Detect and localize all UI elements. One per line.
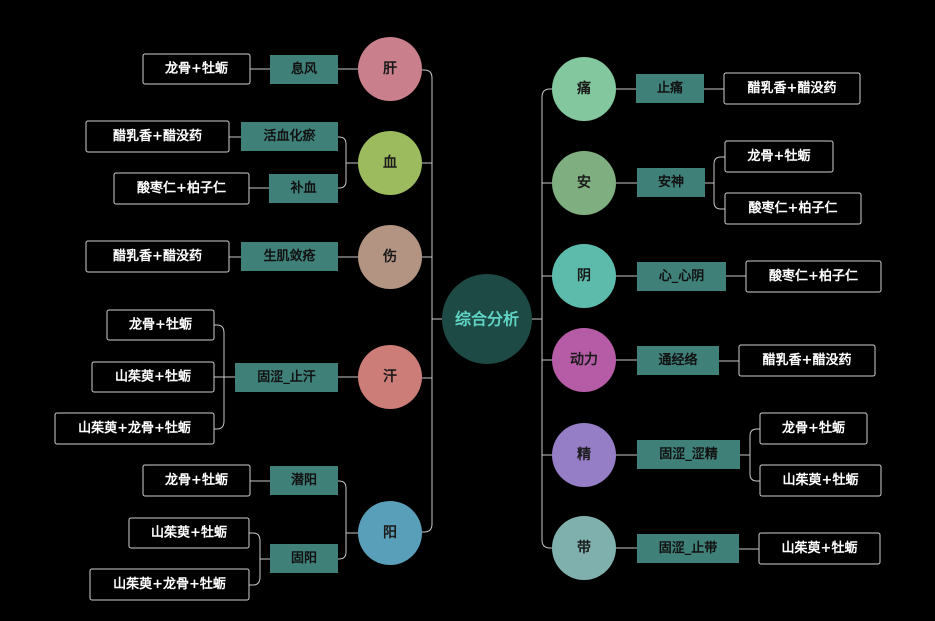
svg-text:血: 血 <box>383 154 397 171</box>
svg-text:山茱萸+牡蛎: 山茱萸+牡蛎 <box>782 540 858 556</box>
category-node-shang[interactable]: 伤 <box>358 225 422 289</box>
herb-node[interactable]: 山茱萸+牡蛎 <box>759 464 882 497</box>
herb-node[interactable]: 山茱萸+龙骨+牡蛎 <box>54 412 215 445</box>
function-node-shengjilianchuang[interactable]: 生肌敛疮 <box>241 242 338 271</box>
herb-node[interactable]: 山茱萸+牡蛎 <box>91 361 215 393</box>
herb-node[interactable]: 醋乳香+醋没药 <box>738 344 876 377</box>
svg-text:阴: 阴 <box>577 268 591 284</box>
function-node-guse-zhihan[interactable]: 固涩_止汗 <box>235 363 338 392</box>
svg-text:带: 带 <box>577 540 591 556</box>
svg-text:安: 安 <box>577 174 591 191</box>
svg-text:龙骨+牡蛎: 龙骨+牡蛎 <box>782 420 845 436</box>
svg-text:山茱萸+牡蛎: 山茱萸+牡蛎 <box>783 472 859 488</box>
svg-text:肝: 肝 <box>383 61 397 77</box>
function-node-guse-zhidai[interactable]: 固涩_止带 <box>637 534 739 563</box>
svg-text:精: 精 <box>577 446 591 463</box>
herb-node[interactable]: 酸枣仁+柏子仁 <box>745 260 882 293</box>
svg-text:醋乳香+醋没药: 醋乳香+醋没药 <box>113 128 202 144</box>
svg-text:酸枣仁+柏子仁: 酸枣仁+柏子仁 <box>769 268 858 284</box>
category-node-gan[interactable]: 肝 <box>358 37 422 101</box>
category-node-an[interactable]: 安 <box>552 151 616 215</box>
svg-text:酸枣仁+柏子仁: 酸枣仁+柏子仁 <box>137 180 226 196</box>
herb-node[interactable]: 山茱萸+龙骨+牡蛎 <box>89 568 250 601</box>
herb-node[interactable]: 龙骨+牡蛎 <box>106 309 215 341</box>
svg-text:阳: 阳 <box>383 525 397 541</box>
svg-text:固涩_止汗: 固涩_止汗 <box>257 369 316 385</box>
svg-text:动力: 动力 <box>570 351 598 368</box>
category-node-xue[interactable]: 血 <box>358 131 422 195</box>
svg-text:山茱萸+龙骨+牡蛎: 山茱萸+龙骨+牡蛎 <box>78 420 191 436</box>
herb-node[interactable]: 山茱萸+牡蛎 <box>758 532 881 565</box>
svg-text:龙骨+牡蛎: 龙骨+牡蛎 <box>129 317 192 333</box>
category-node-yin[interactable]: 阴 <box>552 244 616 308</box>
herb-node[interactable]: 酸枣仁+柏子仁 <box>113 172 250 205</box>
category-node-tong[interactable]: 痛 <box>552 57 616 121</box>
svg-text:龙骨+牡蛎: 龙骨+牡蛎 <box>748 148 811 164</box>
svg-text:醋乳香+醋没药: 醋乳香+醋没药 <box>748 80 837 96</box>
function-node-xin-xinyin[interactable]: 心_心阴 <box>637 262 726 291</box>
function-node-zhitong[interactable]: 止痛 <box>636 74 704 103</box>
svg-text:固涩_止带: 固涩_止带 <box>659 540 718 556</box>
svg-text:固涩_涩精: 固涩_涩精 <box>659 446 718 462</box>
category-node-dongli[interactable]: 动力 <box>552 328 616 392</box>
function-node-qianyang[interactable]: 潜阳 <box>270 466 338 495</box>
function-node-xifeng[interactable]: 息风 <box>270 55 338 84</box>
herb-node[interactable]: 龙骨+牡蛎 <box>724 140 834 173</box>
function-node-anshen[interactable]: 安神 <box>637 168 705 197</box>
function-node-buxue[interactable]: 补血 <box>269 174 338 203</box>
svg-text:心_心阴: 心_心阴 <box>659 269 705 284</box>
svg-text:龙骨+牡蛎: 龙骨+牡蛎 <box>165 61 228 77</box>
category-node-yang[interactable]: 阳 <box>358 501 422 565</box>
svg-text:生肌敛疮: 生肌敛疮 <box>263 248 316 264</box>
function-node-guse-sejing[interactable]: 固涩_涩精 <box>637 440 740 469</box>
svg-text:伤: 伤 <box>382 248 397 265</box>
svg-text:醋乳香+醋没药: 醋乳香+醋没药 <box>763 352 852 368</box>
svg-text:安神: 安神 <box>658 174 684 190</box>
connector-lines <box>214 68 760 586</box>
svg-text:酸枣仁+柏子仁: 酸枣仁+柏子仁 <box>749 200 838 216</box>
svg-text:醋乳香+醋没药: 醋乳香+醋没药 <box>113 248 202 264</box>
herb-node[interactable]: 山茱萸+牡蛎 <box>128 517 250 549</box>
herb-node[interactable]: 龙骨+牡蛎 <box>759 412 868 445</box>
svg-text:汗: 汗 <box>383 368 397 385</box>
herb-node[interactable]: 龙骨+牡蛎 <box>142 53 251 85</box>
svg-text:活血化瘀: 活血化瘀 <box>263 128 316 144</box>
svg-text:山茱萸+牡蛎: 山茱萸+牡蛎 <box>151 525 227 541</box>
herb-node[interactable]: 龙骨+牡蛎 <box>142 464 251 497</box>
function-node-huoxuehuayu[interactable]: 活血化瘀 <box>241 122 338 151</box>
svg-text:龙骨+牡蛎: 龙骨+牡蛎 <box>165 472 228 488</box>
svg-text:山茱萸+牡蛎: 山茱萸+牡蛎 <box>115 369 191 385</box>
category-node-han[interactable]: 汗 <box>358 345 422 409</box>
function-node-tongjingluo[interactable]: 通经络 <box>637 346 719 375</box>
herb-node[interactable]: 醋乳香+醋没药 <box>723 72 861 105</box>
svg-text:通经络: 通经络 <box>658 352 697 368</box>
svg-text:山茱萸+龙骨+牡蛎: 山茱萸+龙骨+牡蛎 <box>113 576 226 592</box>
herb-node[interactable]: 酸枣仁+柏子仁 <box>724 192 862 225</box>
herb-node[interactable]: 醋乳香+醋没药 <box>85 120 230 153</box>
svg-text:固阳: 固阳 <box>291 551 317 566</box>
svg-text:息风: 息风 <box>291 61 317 77</box>
category-node-dai[interactable]: 带 <box>552 516 616 580</box>
svg-text:补血: 补血 <box>289 180 316 196</box>
svg-text:痛: 痛 <box>576 80 591 97</box>
center-label: 综合分析 <box>455 310 519 329</box>
svg-text:潜阳: 潜阳 <box>291 472 317 488</box>
svg-text:止痛: 止痛 <box>657 80 683 96</box>
center-node[interactable]: 综合分析 <box>442 274 532 364</box>
herb-node[interactable]: 醋乳香+醋没药 <box>85 240 230 273</box>
function-node-guyang[interactable]: 固阳 <box>270 544 338 573</box>
category-node-jing[interactable]: 精 <box>552 423 616 487</box>
